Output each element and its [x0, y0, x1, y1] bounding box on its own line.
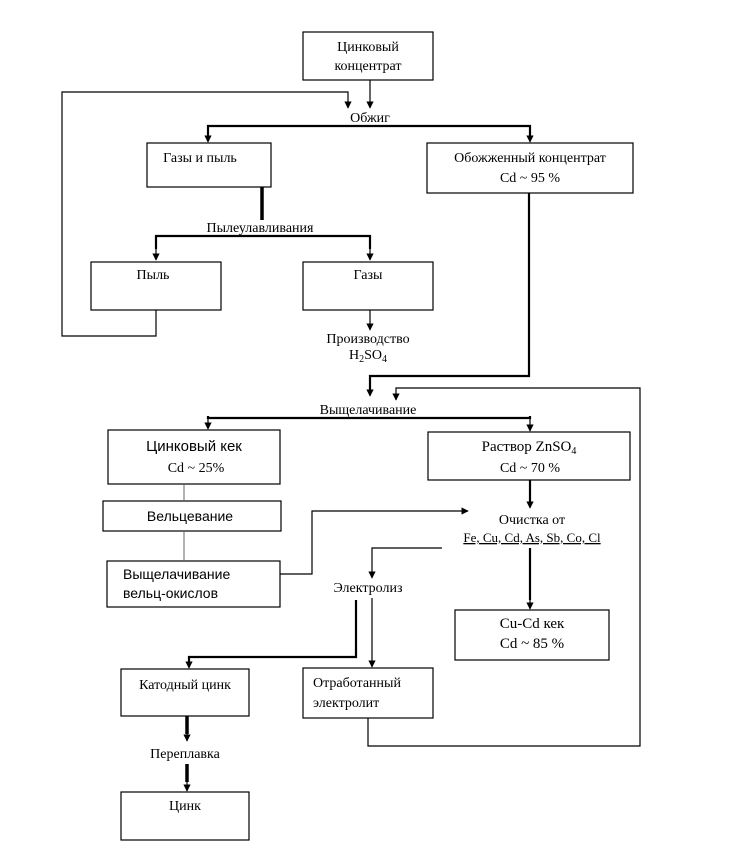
electrolysis-label-bg	[332, 582, 404, 595]
dust-recycle-loop	[61, 91, 352, 337]
h2so4-production-label: Производство	[326, 332, 409, 347]
remelting-label: Переплавка	[150, 747, 220, 762]
box-waelzing	[102, 500, 282, 532]
box-zinc-concentrate	[302, 31, 434, 81]
dust-collection-label-bg	[205, 222, 316, 235]
box-zinc	[120, 791, 250, 841]
leaching-split-line	[206, 416, 532, 420]
box-oxide-leaching	[106, 560, 281, 608]
box-zinc-cake	[107, 429, 281, 485]
purification-label: Очистка от	[499, 513, 565, 528]
roasting-label-bg	[349, 112, 392, 125]
electrolysis-to-cathode-line	[187, 600, 358, 664]
box-cathode-zinc	[120, 668, 250, 717]
dust-collection-split-line	[154, 234, 372, 249]
box-cucd-cake	[454, 609, 610, 661]
dust-label: Пыль	[137, 268, 170, 283]
gases-label: Газы	[354, 268, 383, 283]
box-gases	[302, 261, 434, 311]
h2so4-formula: H2SO4	[349, 348, 387, 365]
znso4-line1: Раствор ZnSO4	[482, 439, 577, 457]
h2so4-formula-bg	[347, 349, 389, 364]
electrolysis-label: Электролиз	[334, 581, 403, 596]
oxide-leaching-line2: вельц-окислов	[123, 585, 218, 601]
roasted-concentrate-line1: Обожженный концентрат	[454, 151, 606, 166]
cucd-cake-line1: Cu-Cd кек	[500, 616, 565, 632]
zinc-concentrate-line1: Цинковый	[337, 40, 399, 55]
roasted-concentrate-line2: Cd ~ 95 %	[500, 171, 560, 186]
gases-dust-label: Газы и пыль	[163, 151, 237, 166]
purification-label-bg	[497, 514, 567, 527]
remelting-label-bg	[149, 748, 222, 761]
cucd-cake-line2: Cd ~ 85 %	[500, 636, 564, 652]
h2so4-production-label-bg	[325, 333, 411, 346]
roasting-label: Обжиг	[350, 111, 390, 126]
oxide-leaching-line1: Выщелачивание	[123, 566, 230, 582]
leaching-label: Выщелачивание	[320, 403, 417, 418]
purification-to-electrolysis-arrow	[368, 547, 442, 579]
leaching-label-bg	[318, 404, 418, 417]
purification-elements: Fe, Cu, Cd, As, Sb, Co, Cl	[463, 530, 601, 545]
box-spent-electrolyte	[302, 667, 434, 719]
zinc-label: Цинк	[169, 799, 201, 814]
box-roasted-concentrate	[426, 142, 634, 194]
oxide-to-purification-arrow	[280, 507, 469, 575]
zinc-cake-line2: Cd ~ 25%	[168, 461, 225, 476]
spent-electrolyte-line2: электролит	[313, 696, 379, 711]
zinc-concentrate-line2: концентрат	[334, 59, 401, 74]
box-gases-dust	[146, 142, 272, 188]
cathode-zinc-label: Катодный цинк	[139, 678, 231, 693]
dust-collection-label: Пылеулавливания	[207, 221, 314, 236]
electrolyte-return-loop	[367, 387, 641, 747]
roasting-split-line	[206, 124, 532, 137]
zinc-cake-line1: Цинковый кек	[146, 438, 242, 455]
waelzing-label: Вельцевание	[147, 508, 233, 524]
purification-elements-bg	[462, 531, 603, 544]
znso4-line2: Cd ~ 70 %	[500, 461, 560, 476]
box-dust	[90, 261, 222, 311]
spent-electrolyte-line1: Отработанный	[313, 676, 401, 691]
